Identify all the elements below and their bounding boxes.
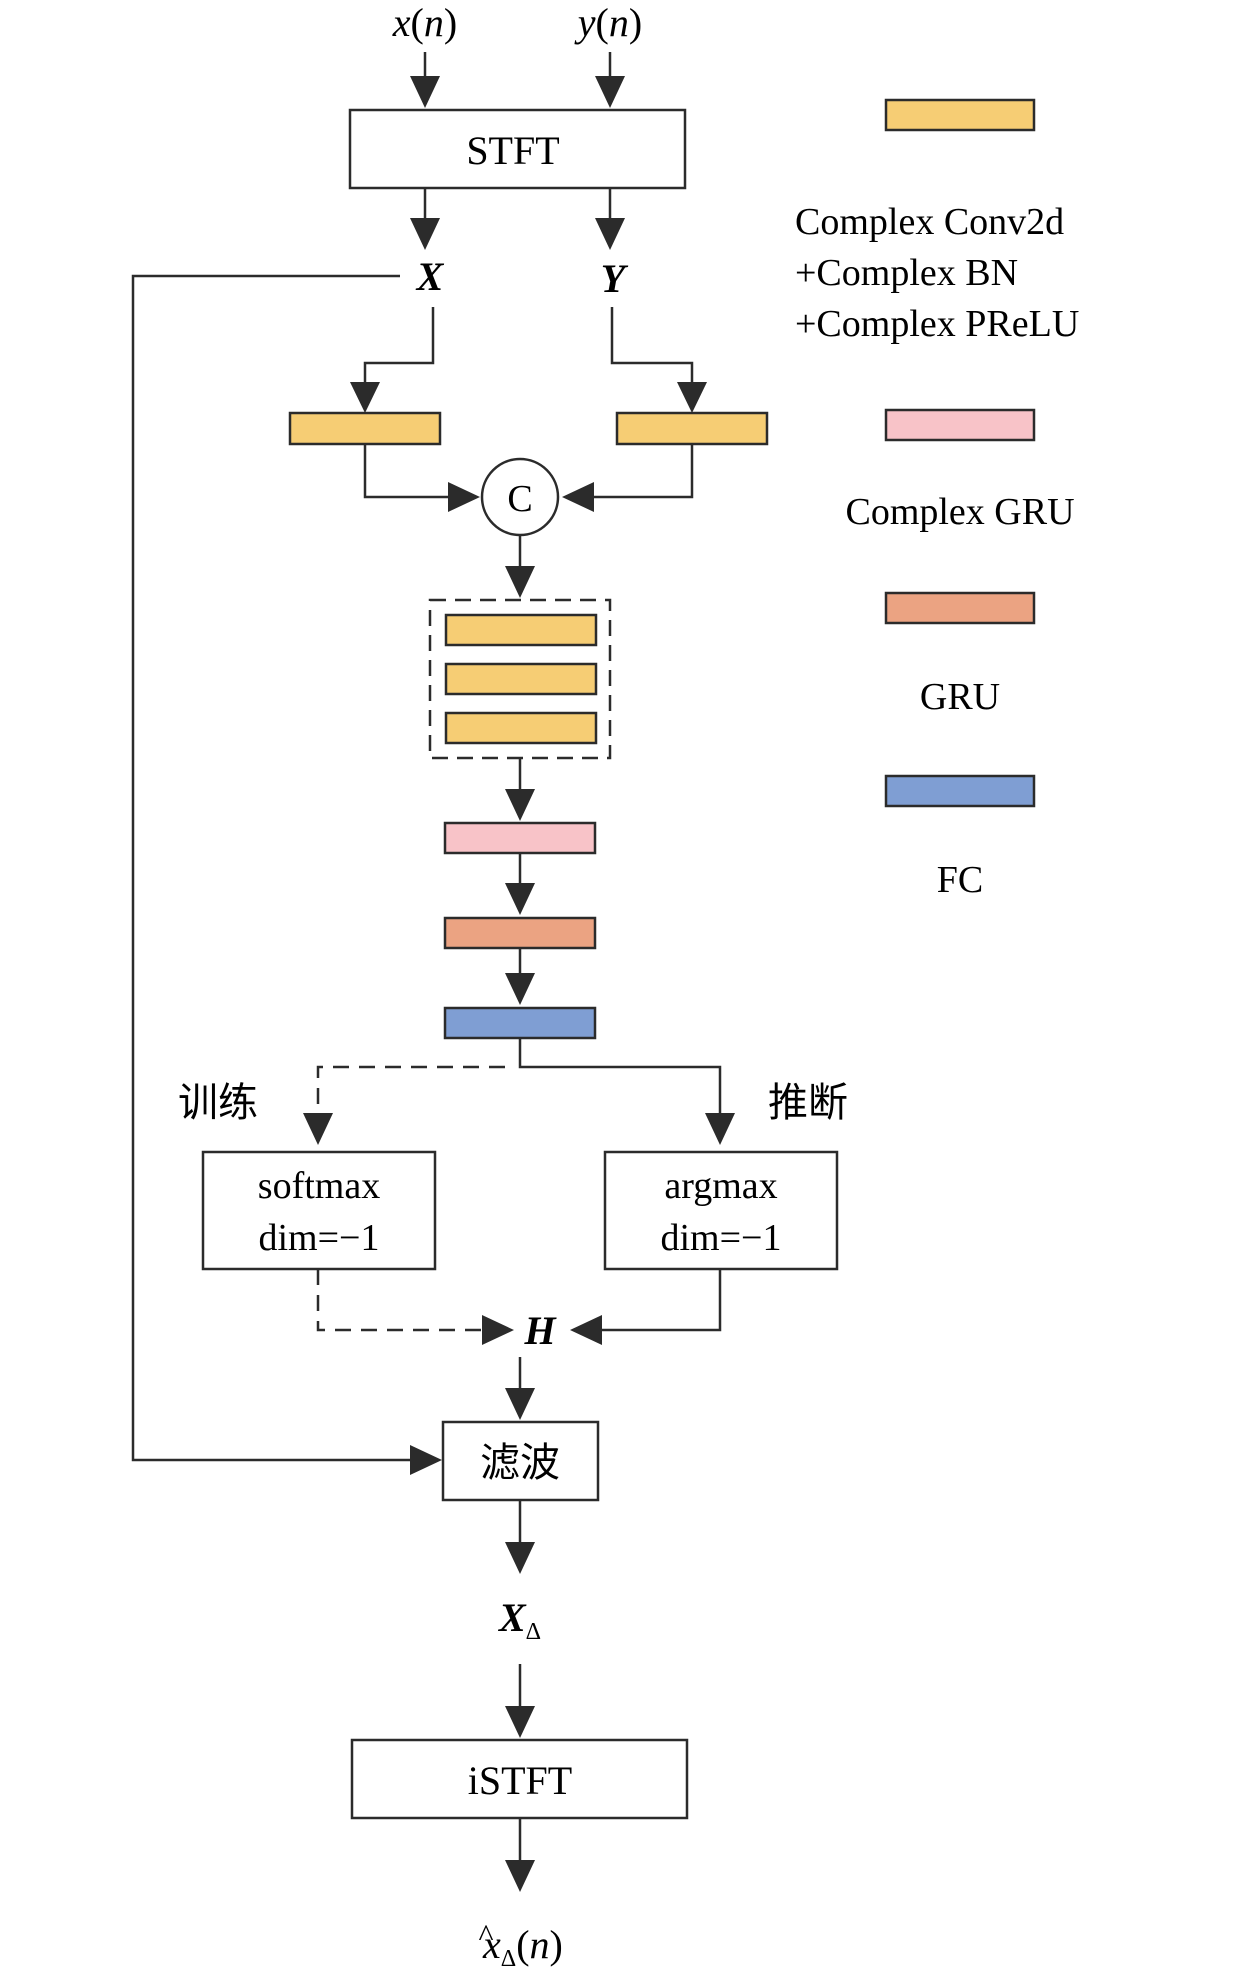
input-y-arrow [595,52,625,108]
concat-label: C [507,478,532,520]
conv-x-to-concat-arrow [363,444,480,512]
argmax-block [603,1150,839,1271]
legend-conv-line-3: +Complex PReLU [795,303,1079,345]
train-branch-label: 训练 [178,1080,258,1126]
gru-block [443,916,597,950]
argmax-dim-label: dim=−1 [661,1217,782,1259]
legend-conv-swatch [884,98,1036,132]
stft-to-x-arrow [410,188,440,250]
H-mask-label: H [523,1308,557,1353]
X-delta-label: XΔ [497,1595,541,1645]
input-x-arrow [410,52,440,108]
legend-cgru-label: Complex GRU [845,491,1074,533]
output-var: x [482,1922,501,1967]
legend-conv-line-1: Complex Conv2d [795,201,1064,243]
legend: Complex Conv2d +Complex BN +Complex PReL… [795,98,1079,901]
X-spectrum-label: X [415,254,445,299]
legend-fc-label: FC [937,859,983,901]
infer-branch-label: 推断 [768,1080,848,1126]
conv-stack-block-1 [444,613,598,647]
stft-to-y-arrow [595,188,625,250]
softmax-label: softmax [258,1165,380,1207]
istft-to-output-arrow [505,1818,535,1892]
conv-block-x [288,411,442,446]
cgru-to-gru-arrow [505,853,535,915]
argmax-label: argmax [664,1165,777,1207]
input-y-n-label: y(n) [574,0,642,45]
conv-y-to-concat-arrow [562,444,694,512]
filter-to-xdelta-arrow [505,1500,535,1574]
H-to-filter-arrow [505,1357,535,1420]
skip-connection-x-to-filter [131,274,442,1475]
concat-to-conv-stack-arrow [505,535,535,598]
output-signal-label: ^ xΔ(n) [478,1917,562,1972]
softmax-to-H-dashed-arrow [316,1269,514,1345]
filter-label: 滤波 [480,1440,560,1486]
softmax-block [201,1150,437,1271]
legend-gru-swatch [884,591,1036,625]
x-to-conv-left-arrow [350,307,435,413]
conv-stack-to-cgru-arrow [505,758,535,821]
y-to-conv-right-arrow [610,307,707,413]
softmax-dim-label: dim=−1 [259,1217,380,1259]
output-arg: n [530,1922,550,1967]
legend-fc-swatch [884,774,1036,808]
legend-cgru-swatch [884,408,1036,442]
gru-to-fc-arrow [505,948,535,1005]
output-sub: Δ [501,1946,516,1972]
fc-block [443,1006,597,1040]
complex-gru-block [443,821,597,855]
Y-spectrum-label: Y [601,256,629,301]
xdelta-to-istft-arrow [505,1664,535,1738]
conv-stack-block-2 [444,662,598,696]
conv-stack-block-3 [444,711,598,745]
argmax-to-H-arrow [570,1269,722,1345]
output-hat: ^ [478,1917,493,1953]
fc-to-softmax-dashed-arrow [303,1065,505,1145]
conv-block-y [615,411,769,446]
input-x-n-label: x(n) [392,0,457,45]
stft-label: STFT [466,128,559,173]
svg-text:xΔ(n): xΔ(n) [482,1922,563,1972]
legend-conv-line-2: +Complex BN [795,252,1018,294]
stft-block [348,108,687,190]
fc-to-argmax-arrow [518,1038,735,1145]
istft-label: iSTFT [468,1758,572,1803]
legend-gru-label: GRU [920,676,1000,718]
